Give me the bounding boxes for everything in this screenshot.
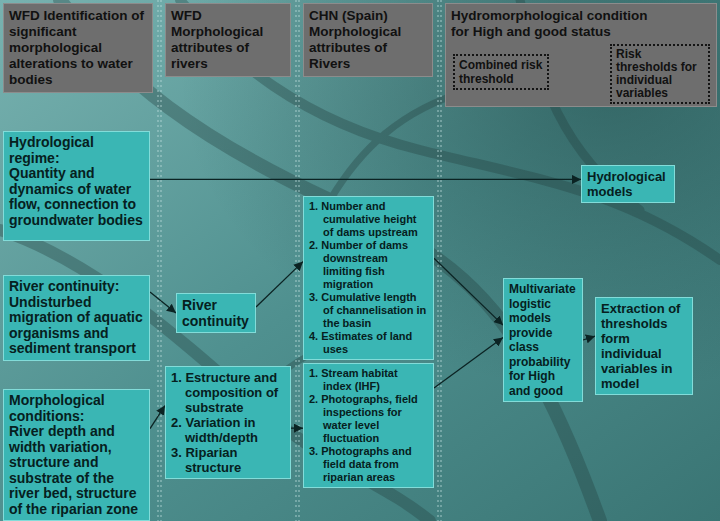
box-text: Morphological conditions: — [9, 393, 144, 424]
list-item: 2. Variation in width/depth — [171, 415, 285, 445]
process-box: Hydrological regime:Quantity and dynamic… — [3, 131, 150, 241]
list-item: 3. Riparian structure — [171, 445, 285, 475]
box-text: River depth and width variation, structu… — [9, 424, 144, 517]
connector-arrow — [583, 336, 595, 340]
connector-arrow — [434, 338, 503, 388]
connector-arrow — [150, 179, 581, 180]
process-box: 1. Stream habitat index (IHF)2. Photogra… — [303, 363, 434, 488]
list-item: 1. Estructure and composition of substra… — [171, 370, 285, 415]
header-box: Hydromorphological condition for High an… — [445, 3, 717, 107]
list-item: 3. Cumulative length of channelisation i… — [309, 291, 428, 330]
box-text: Risk thresholds for individual variables — [616, 48, 704, 100]
process-box: Morphological conditions:River depth and… — [3, 389, 150, 521]
list-item: 1. Stream habitat index (IHF) — [309, 367, 428, 393]
process-box: Hydrological models — [581, 165, 675, 203]
process-box: Multivariate logistic models provide cla… — [503, 278, 583, 402]
list-item: 2. Number of dams downstream limiting fi… — [309, 239, 428, 291]
header-box: CHN (Spain) Morphological attributes of … — [303, 3, 433, 77]
box-text: River continuity: — [9, 279, 144, 295]
connectors — [150, 179, 595, 428]
header-box: WFD Identification of significant morpho… — [3, 3, 153, 93]
box-text: Hydrological models — [587, 169, 669, 199]
list-item: 1. Number and cumulative height of dams … — [309, 200, 428, 239]
list-item: 2. Photographs, field inspections for wa… — [309, 393, 428, 445]
process-box: 1. Estructure and composition of substra… — [165, 366, 291, 479]
list-item: 3. Photographs and field data from ripar… — [309, 445, 428, 484]
process-box: River continuity — [176, 293, 256, 333]
box-text: WFD Morphological attributes of rivers — [171, 8, 285, 72]
box-text: CHN (Spain) Morphological attributes of … — [309, 8, 427, 72]
connector-arrow — [150, 406, 165, 429]
connector-arrow — [291, 427, 303, 428]
list-item: 4. Estimates of land uses — [309, 330, 428, 356]
threshold-box: Combined risk threshold — [453, 54, 549, 90]
box-text: Hydrological regime: — [9, 135, 144, 166]
process-box: 1. Number and cumulative height of dams … — [303, 196, 434, 360]
process-box: Extraction of thresholds form individual… — [595, 297, 693, 395]
connector-arrow — [150, 292, 176, 313]
threshold-box: Risk thresholds for individual variables — [610, 44, 710, 104]
box-text: Undisturbed migration of aquatic organis… — [9, 295, 144, 357]
connector-arrow — [434, 258, 503, 325]
box-text: Quantity and dynamics of water flow, con… — [9, 166, 144, 228]
connector-arrow — [256, 262, 303, 307]
box-text: Combined risk threshold — [459, 58, 543, 86]
column-separators — [158, 0, 441, 521]
box-text: Hydromorphological condition for High an… — [451, 8, 666, 40]
box-text: WFD Identification of significant morpho… — [9, 8, 147, 88]
box-text: Extraction of thresholds form individual… — [601, 301, 687, 391]
header-box: WFD Morphological attributes of rivers — [165, 3, 291, 77]
process-box: River continuity:Undisturbed migration o… — [3, 275, 150, 361]
box-text: Multivariate logistic models provide cla… — [509, 282, 577, 398]
box-text: River continuity — [182, 297, 250, 329]
